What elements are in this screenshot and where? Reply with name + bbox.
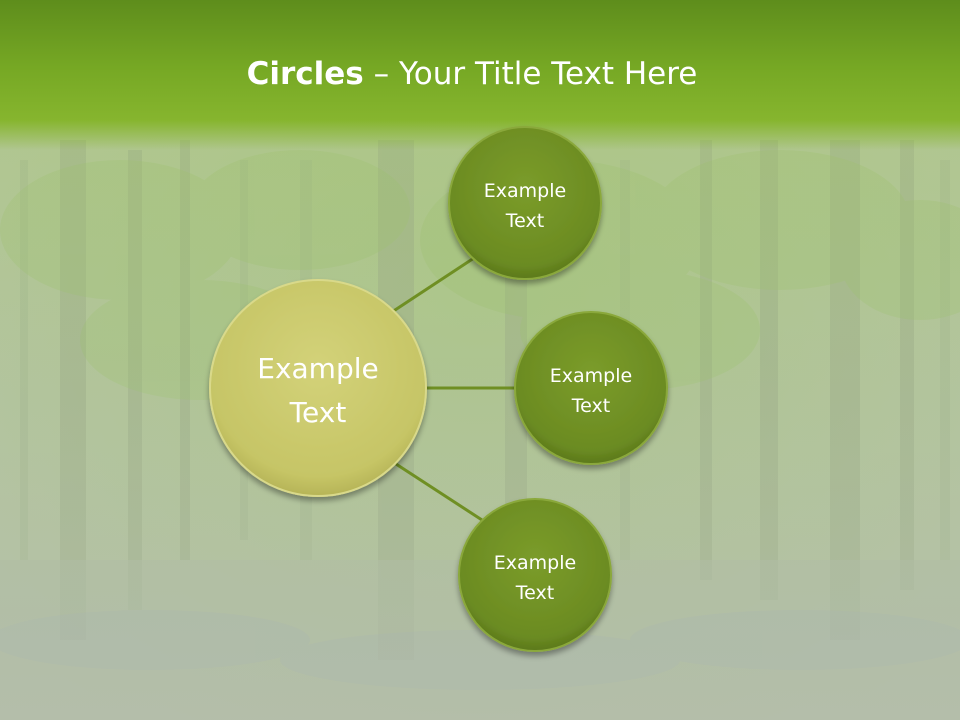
center-circle-line1: Example <box>257 352 378 385</box>
center-circle-line2: Text <box>289 396 347 429</box>
satellite-circle-bottom: Example Text <box>458 498 612 652</box>
connector-top <box>391 256 475 314</box>
title-bold-part: Circles <box>246 56 364 92</box>
satellite-top-line2: Text <box>505 210 544 232</box>
satellite-top-line1: Example <box>484 180 566 202</box>
satellite-circle-top: Example Text <box>448 126 602 280</box>
title-rest: Your Title Text Here <box>398 56 698 92</box>
satellite-bottom-line1: Example <box>494 552 576 574</box>
title-separator: – <box>363 56 399 92</box>
connector-bottom <box>395 462 483 522</box>
satellite-middle-line1: Example <box>550 365 632 387</box>
satellite-bottom-line2: Text <box>515 582 554 604</box>
satellite-middle-line2: Text <box>571 395 610 417</box>
title-band <box>0 0 960 150</box>
satellite-circle-middle: Example Text <box>514 311 668 465</box>
center-circle: Example Text <box>209 279 427 497</box>
slide-title: Circles – Your Title Text Here <box>0 52 944 96</box>
